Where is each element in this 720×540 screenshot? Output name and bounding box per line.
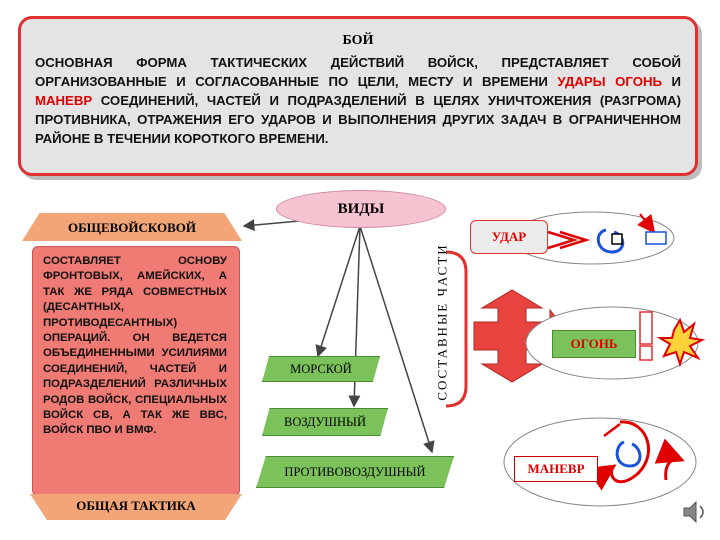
general-tactics-banner: ОБЩАЯ ТАКТИКА (30, 494, 242, 520)
general-arms-description: СОСТАВЛЯЕТ ОСНОВУ ФРОНТОВЫХ, АМЕЙСКИХ, А… (43, 255, 227, 437)
unit-loop-icon (596, 228, 625, 254)
components-label-area: СОСТАВНЫЕ ЧАСТИ (418, 242, 466, 402)
maneuver-loop-icon (586, 420, 650, 491)
air-type-box: ВОЗДУШНЫЙ (262, 408, 388, 436)
arrow-to-air-defense (359, 225, 435, 454)
definition-part-2: СОЕДИНЕНИЙ, ЧАСТЕЙ И ПОДРАЗДЕЛЕНИЙ В ЦЕЛ… (35, 93, 681, 146)
strike-arrows-icon (547, 230, 591, 250)
general-arms-banner: ОБЩЕВОЙСКОВОЙ (22, 213, 242, 241)
arrow-to-naval (315, 225, 361, 358)
highlight-fire: ОГОНЬ (615, 74, 662, 89)
highlight-strikes: УДАРЫ (557, 74, 606, 89)
highlight-maneuver: МАНЕВР (35, 93, 93, 108)
maneuver-turn-arrow-icon (654, 438, 685, 481)
target-flag-icon (637, 213, 667, 245)
types-header: ВИДЫ (276, 190, 446, 228)
definition-box: БОЙ ОСНОВНАЯ ФОРМА ТАКТИЧЕСКИХ ДЕЙСТВИЙ … (18, 16, 698, 176)
explosion-icon (656, 317, 706, 368)
general-arms-label: ОБЩЕВОЙСКОВОЙ (67, 220, 197, 235)
definition-text: ОСНОВНАЯ ФОРМА ТАКТИЧЕСКИХ ДЕЙСТВИЙ ВОЙС… (35, 53, 681, 148)
components-label: СОСТАВНЫЕ ЧАСТИ (434, 243, 450, 401)
general-tactics-label: ОБЩАЯ ТАКТИКА (76, 498, 196, 513)
strike-box: УДАР (470, 220, 548, 254)
maneuver-box: МАНЕВР (514, 456, 598, 482)
cannon-icon (639, 311, 653, 361)
fire-box: ОГОНЬ (552, 330, 636, 358)
definition-and: И (661, 74, 681, 89)
definition-part-1: ОСНОВНАЯ ФОРМА ТАКТИЧЕСКИХ ДЕЙСТВИЙ ВОЙС… (35, 55, 681, 89)
components-bracket (445, 250, 468, 408)
speaker-icon (683, 500, 704, 524)
naval-type-box: МОРСКОЙ (262, 356, 380, 382)
general-arms-description-box: СОСТАВЛЯЕТ ОСНОВУ ФРОНТОВЫХ, АМЕЙСКИХ, А… (32, 246, 240, 496)
air-defense-type-box: ПРОТИВОВОЗДУШНЫЙ (256, 456, 454, 488)
definition-title: БОЙ (342, 33, 374, 48)
